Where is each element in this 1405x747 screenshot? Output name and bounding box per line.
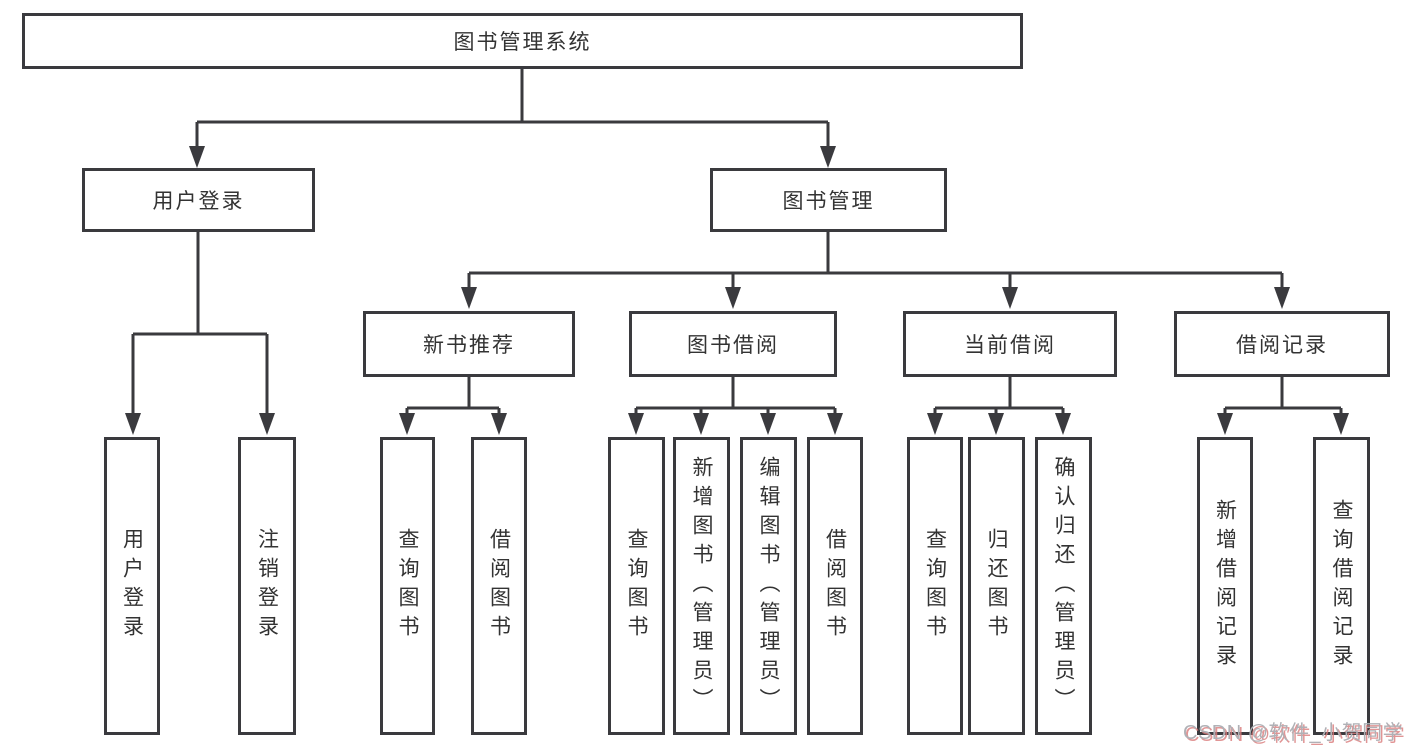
leaf-recommend-borrow-books: 借阅图书	[471, 437, 527, 735]
node-user-login: 用户登录	[82, 168, 315, 232]
leaf-records-query-record: 查询借阅记录	[1313, 437, 1370, 735]
node-current-borrowing: 当前借阅	[903, 311, 1117, 377]
leaf-recommend-query-books: 查询图书	[380, 437, 435, 735]
leaf-current-return-books: 归还图书	[968, 437, 1025, 735]
csdn-watermark: CSDN @软件_小贺同学	[1183, 722, 1404, 744]
leaf-user-login: 用户登录	[104, 437, 160, 735]
node-book-borrowing: 图书借阅	[629, 311, 837, 377]
node-root: 图书管理系统	[22, 13, 1023, 69]
node-borrowing-records: 借阅记录	[1174, 311, 1390, 377]
leaf-records-add-record: 新增借阅记录	[1197, 437, 1253, 735]
leaf-borrowing-edit-books-admin: 编辑图书（管理员）	[740, 437, 797, 735]
leaf-current-confirm-return-admin: 确认归还（管理员）	[1035, 437, 1092, 735]
leaf-borrowing-query-books: 查询图书	[608, 437, 665, 735]
node-book-management: 图书管理	[710, 168, 947, 232]
node-new-book-recommendation: 新书推荐	[363, 311, 575, 377]
arrowheads	[125, 146, 1349, 435]
leaf-current-query-books: 查询图书	[907, 437, 963, 735]
leaf-borrowing-borrow-books: 借阅图书	[807, 437, 863, 735]
leaf-borrowing-add-books-admin: 新增图书（管理员）	[673, 437, 730, 735]
leaf-logout: 注销登录	[238, 437, 296, 735]
